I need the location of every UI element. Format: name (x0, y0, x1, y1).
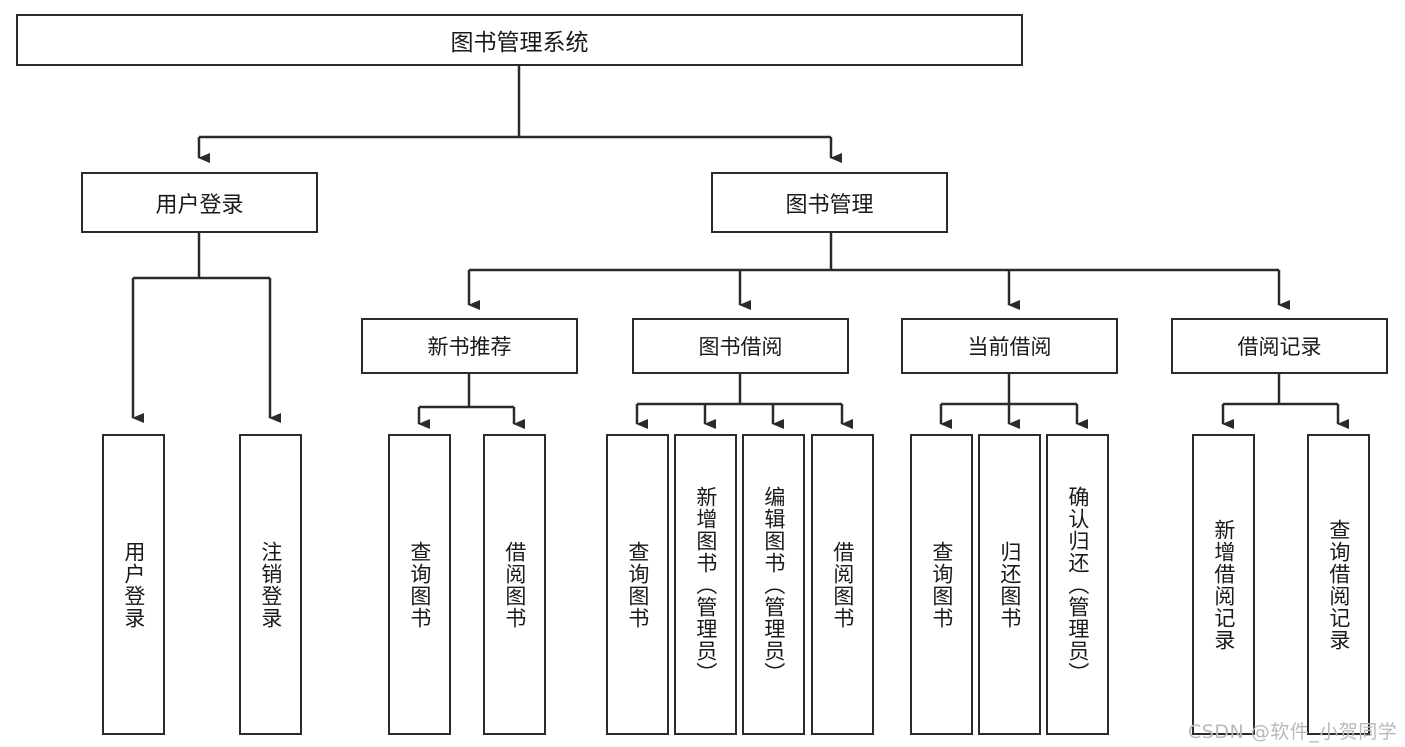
node-new-book-recommend-label: 新书推荐 (427, 335, 512, 359)
node-user-login[interactable]: 用户登录 (81, 172, 318, 233)
node-current-borrow[interactable]: 当前借阅 (901, 318, 1118, 374)
node-root-system-label: 图书管理系统 (450, 30, 589, 56)
leaf-add-book-admin-label: 新增图书（管理员） (693, 485, 718, 684)
leaf-edit-book-admin[interactable]: 编辑图书（管理员） (742, 434, 805, 735)
leaf-query-book-recommend-label: 查询图书 (407, 540, 432, 629)
leaf-borrow-book[interactable]: 借阅图书 (811, 434, 874, 735)
leaf-query-book-borrow[interactable]: 查询图书 (606, 434, 669, 735)
node-borrow-record[interactable]: 借阅记录 (1171, 318, 1388, 374)
leaf-user-login-label: 用户登录 (121, 540, 146, 629)
node-new-book-recommend[interactable]: 新书推荐 (361, 318, 578, 374)
leaf-query-borrow-record-label: 查询借阅记录 (1326, 518, 1351, 651)
leaf-borrow-book-recommend-label: 借阅图书 (502, 540, 527, 629)
leaf-query-book-borrow-label: 查询图书 (625, 540, 650, 629)
leaf-confirm-return-admin[interactable]: 确认归还（管理员） (1046, 434, 1109, 735)
node-root-system[interactable]: 图书管理系统 (16, 14, 1023, 66)
leaf-return-book-label: 归还图书 (997, 540, 1022, 629)
node-book-borrow-label: 图书借阅 (698, 335, 783, 359)
node-book-management-label: 图书管理 (785, 192, 874, 218)
leaf-add-borrow-record-label: 新增借阅记录 (1211, 518, 1236, 651)
leaf-query-borrow-record[interactable]: 查询借阅记录 (1307, 434, 1370, 735)
node-current-borrow-label: 当前借阅 (967, 335, 1052, 359)
leaf-add-book-admin[interactable]: 新增图书（管理员） (674, 434, 737, 735)
leaf-borrow-book-recommend[interactable]: 借阅图书 (483, 434, 546, 735)
csdn-watermark: CSDN @软件_小贺同学 (1188, 721, 1398, 743)
leaf-return-book[interactable]: 归还图书 (978, 434, 1041, 735)
leaf-query-book-current[interactable]: 查询图书 (910, 434, 973, 735)
leaf-edit-book-admin-label: 编辑图书（管理员） (761, 485, 786, 684)
leaf-query-book-current-label: 查询图书 (929, 540, 954, 629)
leaf-logout[interactable]: 注销登录 (239, 434, 302, 735)
leaf-borrow-book-label: 借阅图书 (830, 540, 855, 629)
node-borrow-record-label: 借阅记录 (1237, 335, 1322, 359)
node-user-login-label: 用户登录 (155, 192, 244, 218)
leaf-confirm-return-admin-label: 确认归还（管理员） (1065, 485, 1090, 684)
leaf-query-book-recommend[interactable]: 查询图书 (388, 434, 451, 735)
leaf-add-borrow-record[interactable]: 新增借阅记录 (1192, 434, 1255, 735)
leaf-logout-label: 注销登录 (258, 540, 283, 629)
node-book-management[interactable]: 图书管理 (711, 172, 948, 233)
leaf-user-login[interactable]: 用户登录 (102, 434, 165, 735)
node-book-borrow[interactable]: 图书借阅 (632, 318, 849, 374)
